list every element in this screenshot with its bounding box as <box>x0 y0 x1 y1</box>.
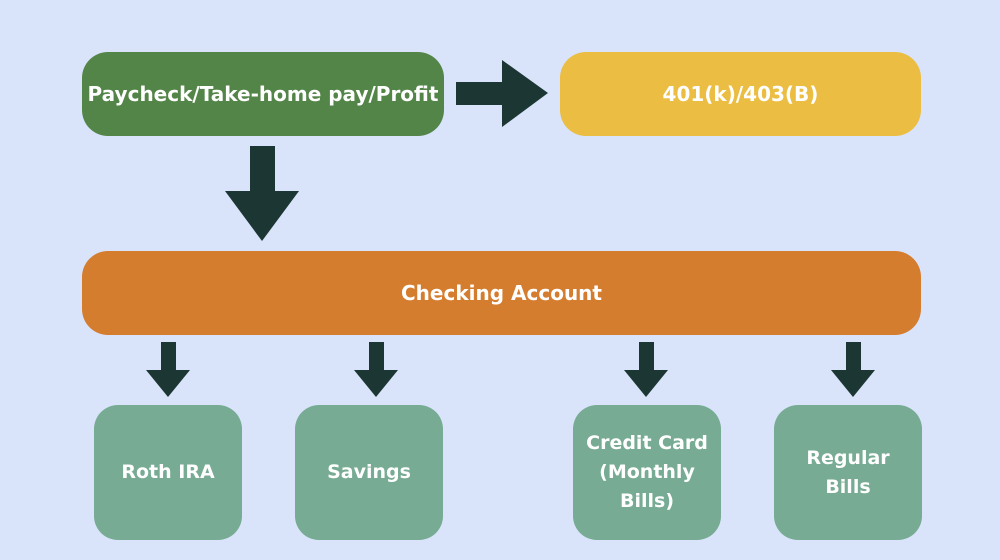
credit-card-box: Credit Card (Monthly Bills) <box>573 405 721 540</box>
regular-bills-label: Regular Bills <box>806 446 890 498</box>
savings-label: Savings <box>327 461 411 483</box>
roth-ira-label: Roth IRA <box>121 461 215 483</box>
retirement-box: 401(k)/403(B) <box>560 52 921 136</box>
arrow-down-bills-icon <box>831 342 875 397</box>
regular-bills-box: Regular Bills <box>774 405 922 540</box>
arrow-down-savings-icon <box>354 342 398 397</box>
arrow-right-icon <box>456 60 548 127</box>
savings-box: Savings <box>295 405 443 540</box>
paycheck-box: Paycheck/Take-home pay/Profit <box>82 52 444 136</box>
arrow-down-icon <box>225 146 299 241</box>
roth-ira-box: Roth IRA <box>94 405 242 540</box>
retirement-label: 401(k)/403(B) <box>662 82 819 106</box>
checking-account-label: Checking Account <box>401 281 602 305</box>
checking-account-box: Checking Account <box>82 251 921 335</box>
credit-card-label: Credit Card (Monthly Bills) <box>586 432 708 512</box>
paycheck-label: Paycheck/Take-home pay/Profit <box>87 82 439 106</box>
arrow-down-credit-icon <box>624 342 668 397</box>
arrow-down-roth-icon <box>146 342 190 397</box>
